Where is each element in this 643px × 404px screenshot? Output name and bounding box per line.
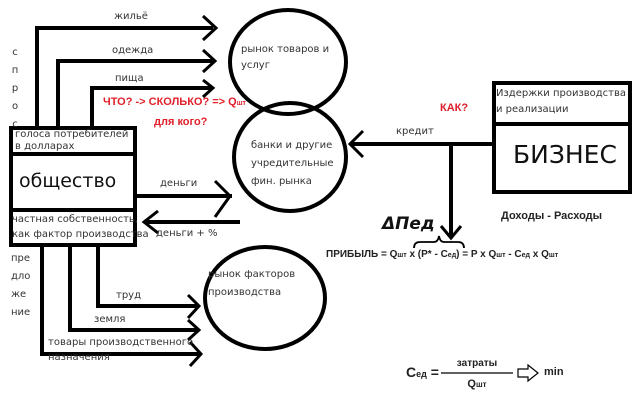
unit-cost-lhs: Cед = (406, 364, 439, 382)
unit-cost-target: min (544, 366, 564, 378)
demand-letter: с (12, 119, 18, 130)
formula-sub: шт (475, 380, 487, 389)
question-what-how-much: ЧТО? -> СКОЛЬКО? => Qшт (103, 96, 246, 110)
supply-line: пре (11, 253, 31, 264)
bank-market-label: банки и другие учредительные фин. рынка (251, 140, 334, 187)
flow-label-labor: труд (116, 290, 142, 301)
flow-label-clothing: одежда (112, 45, 154, 56)
flow-capital-goods (40, 245, 200, 356)
formula-part: Q (467, 378, 476, 390)
unit-cost-denominator: Qшт (441, 378, 513, 392)
demand-letter: р (11, 83, 19, 94)
flow-labor (96, 245, 198, 308)
question-text: ЧТО? -> СКОЛЬКО? => Q (103, 96, 237, 108)
flow-label-land: земля (94, 314, 126, 325)
arrowhead-credit (347, 129, 365, 159)
factors-market-label: рынок факторов производства (208, 269, 296, 298)
society-title: общество (19, 170, 117, 192)
flow-housing (35, 26, 213, 128)
flow-label-capital-goods: товары производственного назначения (48, 337, 194, 363)
business-box (492, 81, 632, 194)
qty-subscript: шт (236, 100, 246, 107)
society-box (9, 126, 137, 247)
formula-part: ПРИБЫЛЬ = Q (326, 249, 398, 260)
flow-food (90, 86, 213, 128)
arrowhead-money-back (141, 209, 159, 235)
demand-letter: о (11, 101, 19, 112)
delta-profit-annotation: ΔПед (382, 214, 435, 234)
credit-label: кредит (396, 126, 434, 137)
formula-brace (413, 235, 465, 249)
profit-formula: ПРИБЫЛЬ = Qшт x (P* - Cед) = P x Qшт - C… (326, 249, 558, 262)
formula-part: - C (505, 249, 522, 260)
formula-sub: шт (496, 252, 506, 259)
demand-letter: с (12, 47, 18, 58)
arrowhead-money-out (213, 179, 232, 218)
flow-label-food: пища (115, 73, 144, 84)
arrowhead-land (186, 318, 202, 342)
flow-land (68, 245, 198, 332)
goods-market-circle (228, 8, 348, 116)
income-expense-label: Доходы - Расходы (501, 210, 603, 222)
formula-part: = (430, 364, 439, 380)
factors-market-circle (203, 245, 327, 351)
formula-sub: ед (521, 252, 530, 259)
money-out-label: деньги (160, 178, 198, 189)
arrowhead-labor (186, 293, 202, 320)
formula-part: x (P* - C (406, 249, 448, 260)
question-how: КАК? (440, 102, 469, 114)
formula-part: C (406, 364, 417, 380)
demand-label: с п р о с (8, 44, 22, 134)
hollow-arrow-icon (517, 363, 539, 383)
business-top-label: Издержки производства и реализации (496, 88, 627, 115)
arrowhead-clothing (201, 48, 218, 74)
money-back-label: деньги + % (156, 228, 218, 239)
demand-letter: п (11, 65, 19, 76)
supply-label: пре дло же ние (11, 250, 30, 322)
society-top-label: голоса потребителей в долларах (15, 129, 129, 152)
flow-label-housing: жильё (114, 11, 148, 22)
society-bottom-label: частная собственность, как фактор произв… (12, 214, 149, 240)
formula-part: x Q (529, 249, 549, 260)
arrowhead-housing (201, 14, 219, 42)
formula-part: ) = P x Q (456, 249, 497, 260)
arrowhead-capital (188, 340, 204, 368)
formula-sub: шт (548, 252, 559, 259)
arrowhead-food (201, 78, 216, 99)
supply-line: ние (11, 307, 31, 318)
goods-market-label: рынок товаров и услуг (241, 44, 330, 71)
arrowhead-profit (439, 225, 463, 241)
bank-circle (232, 101, 348, 213)
formula-sub: ед (416, 369, 427, 379)
flow-clothing (56, 59, 213, 128)
formula-sub: шт (397, 252, 407, 259)
business-title: БИЗНЕС (513, 140, 617, 169)
unit-cost-numerator: затраты (456, 358, 498, 369)
formula-sub: ед (447, 252, 457, 259)
question-for-whom: для кого? (154, 116, 208, 128)
supply-line: же (11, 289, 27, 300)
supply-line: дло (11, 271, 31, 282)
